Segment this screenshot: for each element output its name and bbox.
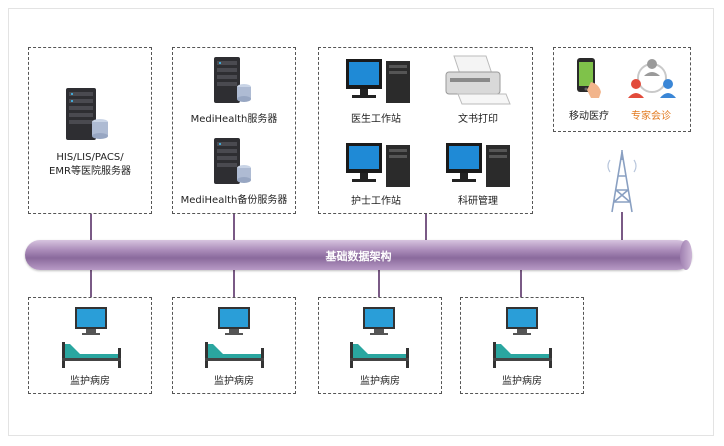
hospital-bed-icon [62, 342, 121, 368]
hospital-bed-icon [350, 342, 409, 368]
mobile-phone-icon [577, 58, 601, 98]
connector-medihealth [233, 214, 235, 242]
hospital-bed-icon [205, 342, 264, 368]
ward-box-2 [172, 297, 296, 394]
patient-monitor-icon [218, 307, 250, 335]
research-label: 科研管理 [458, 196, 498, 207]
ward-label-1: 监护病房 [70, 376, 110, 387]
desktop-computer-icon [346, 59, 410, 103]
mobile-box [553, 47, 691, 132]
medihealth-server-box [172, 47, 296, 214]
desktop-computer-icon [446, 143, 510, 187]
connector-antenna [621, 212, 623, 242]
ward-label-2: 监护病房 [214, 376, 254, 387]
server-tower-icon [214, 57, 251, 103]
server-tower-icon [66, 88, 108, 140]
hospital-bed-icon [493, 342, 552, 368]
data-bus-label: 基础数据架构 [325, 250, 392, 263]
connector-ward-1 [90, 268, 92, 297]
printer-icon [445, 55, 511, 105]
ward-label-3: 监护病房 [360, 376, 400, 387]
antenna-tower-icon [607, 150, 637, 213]
connector-ward-3 [378, 268, 380, 297]
medihealth-server-label: MediHealth服务器 [190, 114, 278, 125]
ward-box-3 [318, 297, 442, 394]
hospital-server-label-2: EMR等医院服务器 [49, 166, 131, 177]
server-tower-icon [214, 138, 251, 184]
hospital-server-label-1: HIS/LIS/PACS/ [56, 152, 124, 163]
mobile-medical-label: 移动医疗 [569, 111, 609, 122]
printer-label: 文书打印 [458, 114, 498, 125]
nurse-station-label: 护士工作站 [351, 196, 401, 207]
patient-monitor-icon [363, 307, 395, 335]
connector-ward-4 [520, 268, 522, 297]
ward-label-4: 监护病房 [502, 376, 542, 387]
expert-consultation-label: 专家会诊 [631, 111, 671, 122]
ward-box-4 [460, 297, 584, 394]
ward-box-1 [28, 297, 152, 394]
connector-hospital [90, 214, 92, 242]
data-bus-pipe: 基础数据架构 [25, 240, 692, 270]
connector-ward-2 [233, 268, 235, 297]
diagram-frame [8, 8, 714, 436]
data-bus-pipe-end [680, 240, 692, 270]
patient-monitor-icon [75, 307, 107, 335]
workstation-box [318, 47, 533, 214]
desktop-computer-icon [346, 143, 410, 187]
connector-workstation [425, 214, 427, 242]
patient-monitor-icon [506, 307, 538, 335]
group-consultation-icon [628, 59, 676, 98]
hospital-server-box [28, 47, 152, 214]
doctor-station-label: 医生工作站 [351, 114, 401, 125]
medihealth-backup-label: MediHealth备份服务器 [180, 195, 288, 206]
